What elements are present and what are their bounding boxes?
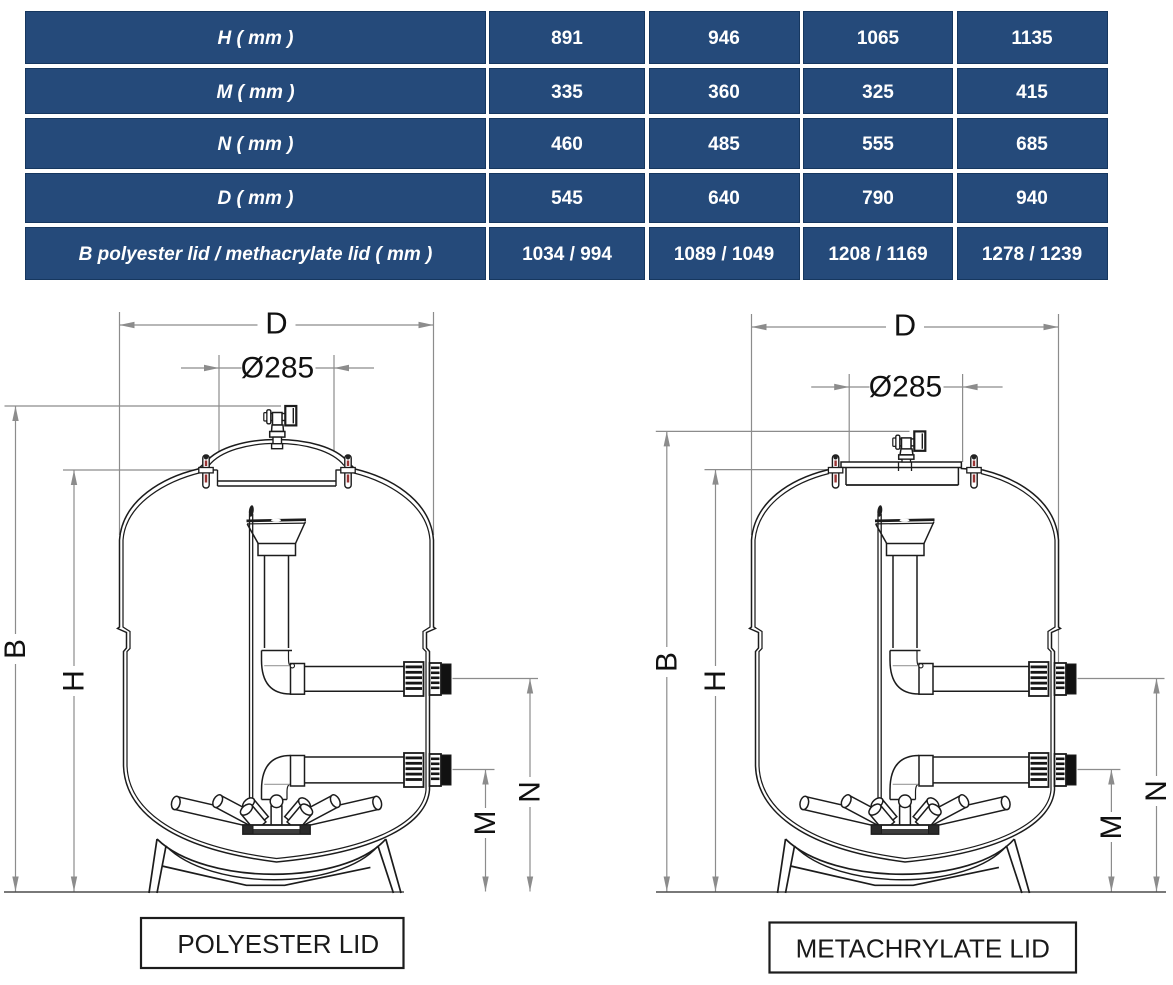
- svg-text:B: B: [650, 652, 683, 672]
- svg-text:B: B: [0, 639, 32, 659]
- svg-text:METACHRYLATE LID: METACHRYLATE LID: [796, 934, 1050, 964]
- svg-text:POLYESTER LID: POLYESTER LID: [177, 929, 379, 959]
- svg-text:Ø285: Ø285: [869, 371, 942, 404]
- svg-text:D: D: [894, 308, 916, 343]
- svg-text:D: D: [265, 306, 287, 341]
- svg-text:N: N: [514, 781, 547, 803]
- svg-text:H: H: [58, 670, 91, 692]
- svg-text:N: N: [1140, 780, 1173, 802]
- svg-text:Ø285: Ø285: [241, 352, 314, 385]
- svg-text:H: H: [699, 670, 732, 692]
- svg-text:M: M: [1095, 815, 1128, 840]
- svg-text:M: M: [469, 811, 502, 836]
